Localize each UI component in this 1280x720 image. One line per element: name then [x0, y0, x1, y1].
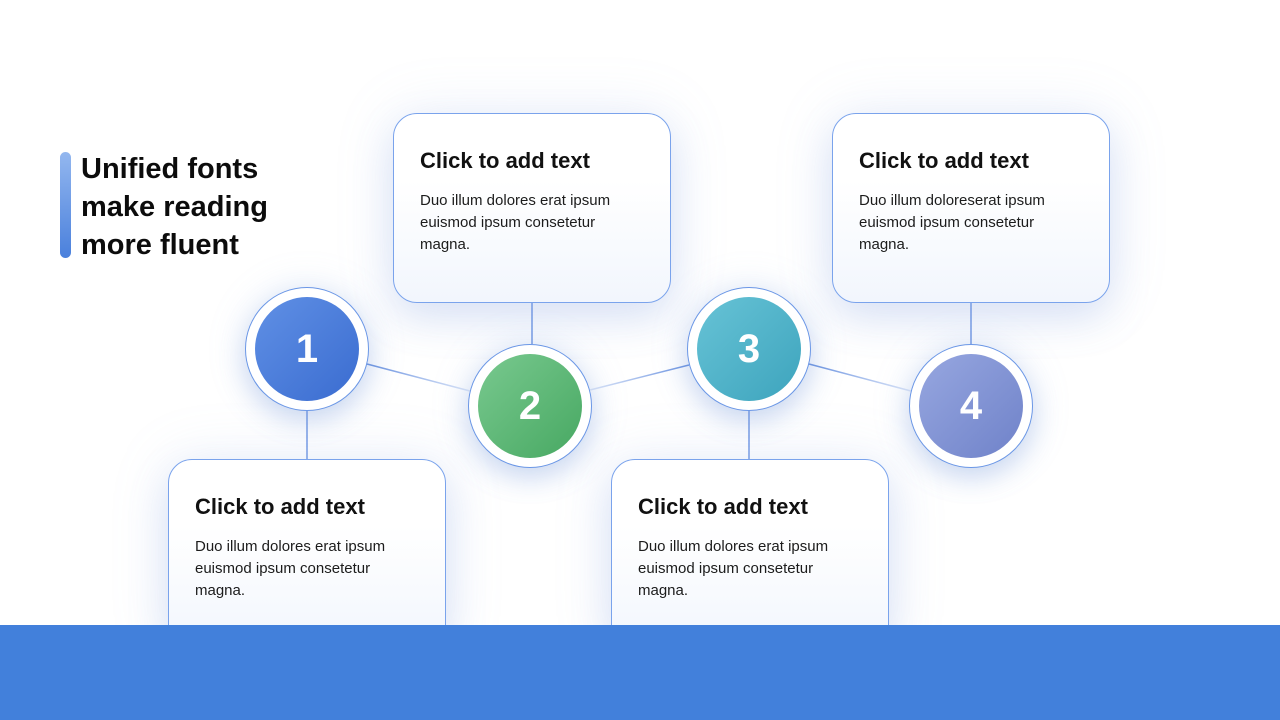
connector-circle2-circle3 [589, 364, 690, 391]
card-top-left[interactable]: Click to add text Duo illum dolores erat… [393, 113, 671, 303]
step-circle-4-fill: 4 [919, 354, 1023, 458]
step-circle-1[interactable]: 1 [245, 287, 369, 411]
card-title-placeholder[interactable]: Click to add text [859, 148, 1029, 173]
step-circle-2-fill: 2 [478, 354, 582, 458]
title-block: Unified fonts make reading more fluent [60, 150, 268, 264]
connector-circle3-circle4 [808, 363, 912, 392]
card-body-placeholder[interactable]: Duo illum dolores erat ipsum euismod ips… [195, 538, 386, 599]
card-top-right[interactable]: Click to add text Duo illum doloreserat … [832, 113, 1110, 303]
step-circle-3-fill: 3 [697, 297, 801, 401]
card-title-placeholder[interactable]: Click to add text [638, 494, 808, 519]
connector-circle1-circle2 [366, 363, 471, 392]
step-number-2: 2 [518, 383, 542, 428]
footer-bar [0, 625, 1280, 720]
card-bottom-middle[interactable]: Click to add text Duo illum dolores erat… [611, 459, 889, 649]
step-circle-4[interactable]: 4 [909, 344, 1033, 468]
card-title-placeholder[interactable]: Click to add text [195, 494, 365, 519]
step-circle-2[interactable]: 2 [468, 344, 592, 468]
card-bottom-left[interactable]: Click to add text Duo illum dolores erat… [168, 459, 446, 649]
card-body-placeholder[interactable]: Duo illum dolores erat ipsum euismod ips… [638, 538, 829, 599]
step-number-4: 4 [959, 383, 983, 428]
card-body-placeholder[interactable]: Duo illum dolores erat ipsum euismod ips… [420, 192, 611, 253]
title-accent-bar [60, 152, 71, 258]
card-body-placeholder[interactable]: Duo illum doloreserat ipsum euismod ipsu… [859, 192, 1045, 253]
card-title-placeholder[interactable]: Click to add text [420, 148, 590, 173]
step-number-1: 1 [295, 326, 319, 371]
step-circle-3[interactable]: 3 [687, 287, 811, 411]
step-circle-1-fill: 1 [255, 297, 359, 401]
step-number-3: 3 [737, 326, 761, 371]
slide-title[interactable]: Unified fonts make reading more fluent [81, 153, 268, 261]
